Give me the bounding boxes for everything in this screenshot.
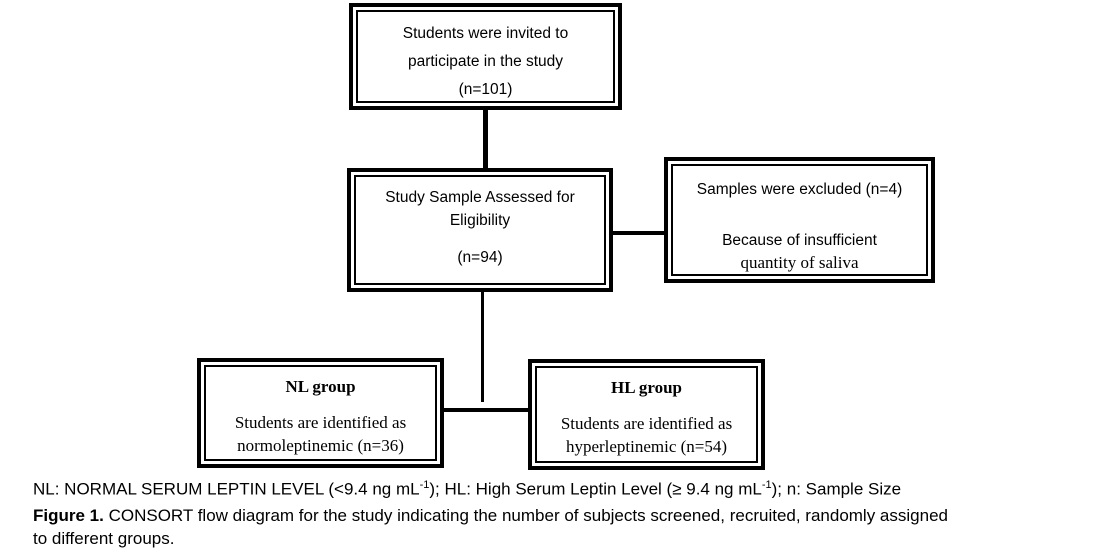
assessed-line2: Eligibility: [449, 212, 511, 229]
flow-box-nl-group-inner: NL group Students are identified as norm…: [204, 365, 437, 461]
abbrev-part3: ); n: Sample Size: [771, 479, 902, 499]
figure-text-line1: CONSORT flow diagram for the study indic…: [108, 505, 948, 525]
abbrev-sup1: -1: [419, 479, 430, 491]
hl-group-line1: Students are identified as: [560, 414, 733, 433]
flow-box-nl-group: NL group Students are identified as norm…: [197, 358, 444, 468]
abbrev-part2: ); HL: High Serum Leptin Level (≥ 9.4 ng…: [429, 479, 762, 499]
figure-label: Figure 1.: [33, 505, 104, 525]
assessed-line1: Study Sample Assessed for: [385, 189, 575, 206]
flow-box-invited-inner: Students were invited to participate in …: [356, 10, 615, 103]
figure-caption-block: NL: NORMAL SERUM LEPTIN LEVEL (<9.4 ng m…: [33, 473, 1103, 550]
excluded-line2: Because of insufficient: [722, 232, 877, 249]
abbrev-part1: NL: NORMAL SERUM LEPTIN LEVEL (<9.4 ng m…: [33, 479, 420, 499]
hl-group-line2: hyperleptinemic (n=54): [565, 437, 728, 456]
flow-box-assessed: Study Sample Assessed for Eligibility (n…: [347, 168, 613, 292]
flow-box-hl-group-inner: HL group Students are identified as hype…: [535, 366, 758, 463]
hl-group-title: HL group: [610, 378, 683, 397]
flow-box-excluded: Samples were excluded (n=4) Because of i…: [664, 157, 935, 283]
nl-group-title: NL group: [285, 377, 356, 396]
nl-group-line2: normoleptinemic (n=36): [237, 436, 404, 455]
assessed-count: (n=94): [457, 249, 503, 266]
invited-line1: Students were invited to: [402, 25, 569, 42]
connector-assessed-to-excluded: [611, 231, 664, 235]
flow-box-excluded-inner: Samples were excluded (n=4) Because of i…: [671, 164, 928, 276]
abbrev-sup2: -1: [761, 479, 772, 491]
excluded-line1: Samples were excluded (n=4): [696, 181, 903, 198]
connector-assessed-to-groups: [481, 292, 484, 402]
connector-invited-to-assessed: [483, 110, 488, 168]
figure-caption-line1: Figure 1. CONSORT flow diagram for the s…: [33, 504, 1103, 527]
nl-group-line1: Students are identified as: [234, 413, 407, 432]
abbreviation-legend: NL: NORMAL SERUM LEPTIN LEVEL (<9.4 ng m…: [33, 473, 1103, 502]
invited-count: (n=101): [458, 81, 513, 98]
figure-caption-line2: to different groups.: [33, 528, 175, 548]
flow-box-hl-group: HL group Students are identified as hype…: [528, 359, 765, 470]
flow-box-assessed-inner: Study Sample Assessed for Eligibility (n…: [354, 175, 606, 285]
invited-line2: participate in the study: [407, 53, 564, 70]
excluded-line3: quantity of saliva: [740, 253, 859, 272]
connector-nl-to-hl: [444, 408, 528, 412]
flow-box-invited: Students were invited to participate in …: [349, 3, 622, 110]
